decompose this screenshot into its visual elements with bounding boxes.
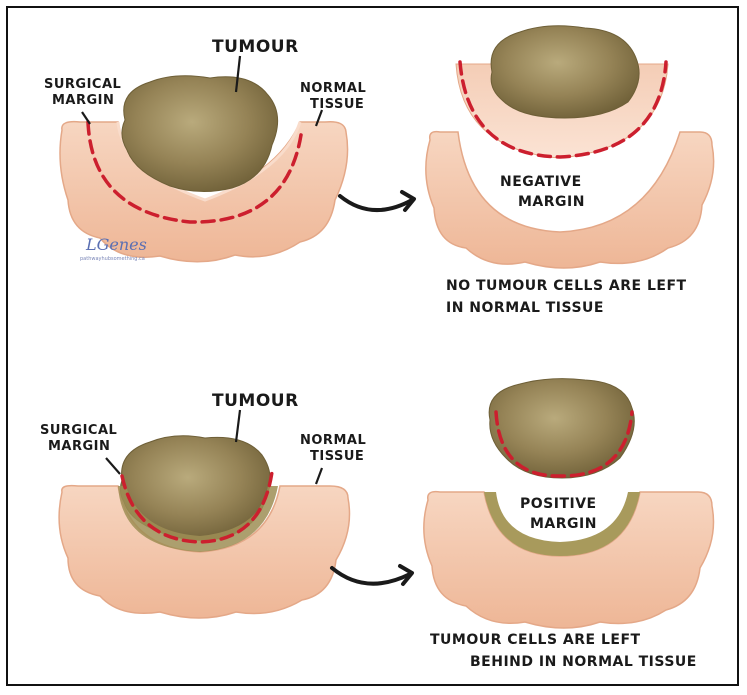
artist-url: pathwayhubsomething.ca	[80, 256, 145, 262]
surgical-margin-label-line1: Surgical	[44, 77, 121, 92]
positive-margin-label-line1: Positive	[520, 496, 597, 512]
normal-tissue-label-line2: Tissue	[310, 449, 364, 464]
bottom-right-panel: Positive Margin Tumour cells are left be…	[424, 379, 714, 670]
normal-tissue-label-line2: Tissue	[310, 97, 364, 112]
caption-line2: in normal tissue	[446, 300, 604, 316]
positive-margin-label-line2: Margin	[530, 516, 597, 532]
tumour-label: Tumour	[212, 391, 299, 411]
normal-tissue-pointer	[316, 468, 322, 484]
negative-margin-label-line1: Negative	[500, 174, 582, 190]
surgical-margin-label-line2: Margin	[52, 93, 114, 108]
normal-tissue-label-line1: Normal	[300, 81, 366, 96]
surgical-margin-label-line2: Margin	[48, 439, 110, 454]
excised-tumour	[491, 26, 639, 118]
caption-line1: No tumour cells are left	[446, 278, 687, 294]
surgical-margin-label-line1: Surgical	[40, 423, 117, 438]
surgical-margin-pointer	[106, 458, 120, 474]
bottom-left-panel: Tumour Surgical Margin Normal Tissue	[40, 391, 366, 618]
artist-signature: LGenes	[85, 235, 147, 254]
tumour-pointer	[236, 410, 240, 442]
top-left-panel: Tumour Surgical Margin Normal Tissue LGe…	[44, 37, 366, 262]
arrow-icon	[340, 196, 412, 210]
caption-line1: Tumour cells are left	[430, 632, 641, 648]
remaining-normal-tissue	[424, 492, 714, 628]
arrow-icon	[332, 568, 410, 584]
normal-tissue-label-line1: Normal	[300, 433, 366, 448]
negative-margin-label-line2: Margin	[518, 194, 585, 210]
tumour-label: Tumour	[212, 37, 299, 57]
caption-line2: behind in normal tissue	[470, 654, 697, 670]
top-right-panel: Negative Margin No tumour cells are left…	[426, 26, 714, 316]
excised-tumour	[489, 379, 634, 478]
